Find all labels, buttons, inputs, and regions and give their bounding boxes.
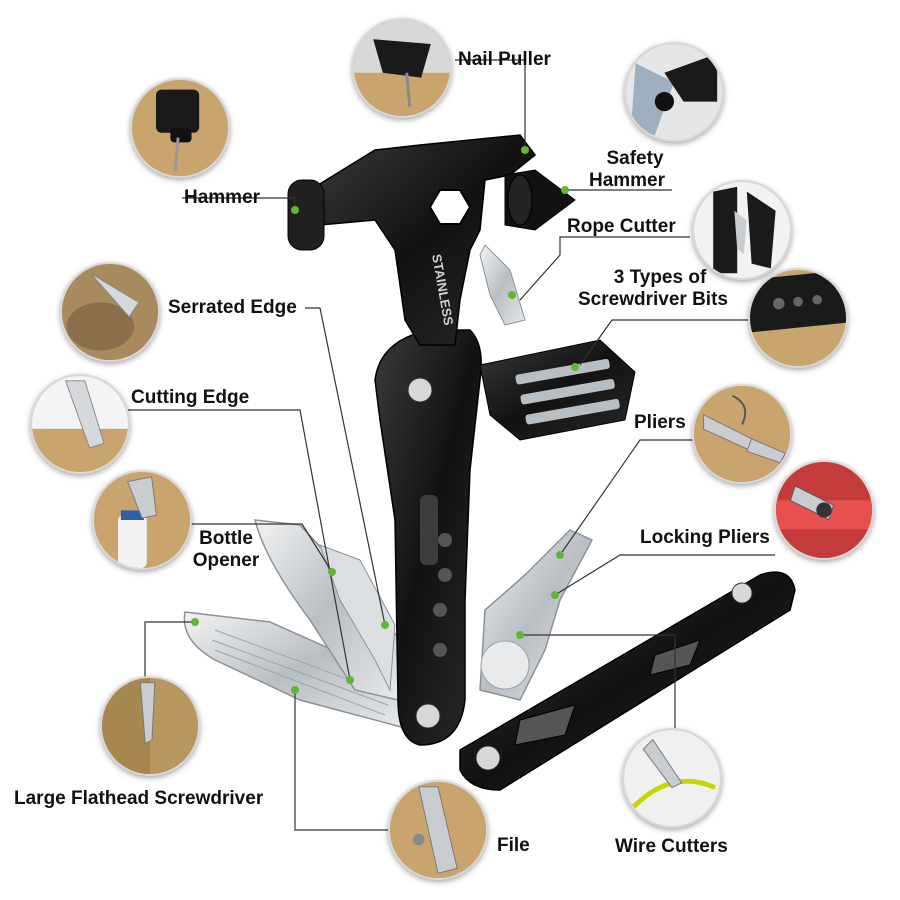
rope-cutter-hook bbox=[479, 244, 526, 326]
label-locking-pliers: Locking Pliers bbox=[640, 527, 770, 548]
label-screwdriver-bits-line2: Screwdriver Bits bbox=[578, 289, 728, 310]
wire-cutters-photo bbox=[622, 728, 722, 828]
label-rope-cutter: Rope Cutter bbox=[567, 216, 676, 237]
label-bottle-opener-line1: Bottle bbox=[199, 528, 253, 549]
serrated-blade bbox=[319, 544, 396, 692]
nail-puller-photo bbox=[352, 18, 452, 118]
label-cutting-edge: Cutting Edge bbox=[131, 387, 250, 408]
label-wire-cutters: Wire Cutters bbox=[615, 836, 728, 857]
file-photo bbox=[388, 780, 488, 880]
label-safety-hammer-line1: Safety bbox=[606, 148, 664, 169]
label-large-flathead-screwdriver: Large Flathead Screwdriver bbox=[14, 788, 264, 809]
label-screwdriver-bits-line1: 3 Types of bbox=[613, 267, 707, 288]
locking-pliers-photo bbox=[774, 460, 874, 560]
label-file: File bbox=[497, 835, 530, 856]
cutting-edge-photo bbox=[30, 374, 130, 474]
label-hammer: Hammer bbox=[184, 187, 261, 208]
screwdriver-bits-photo bbox=[748, 268, 848, 368]
large-flathead-photo bbox=[100, 676, 200, 776]
label-pliers: Pliers bbox=[634, 412, 686, 433]
rope-cutter-photo bbox=[692, 180, 792, 280]
label-nail-puller: Nail Puller bbox=[458, 49, 551, 70]
label-serrated-edge: Serrated Edge bbox=[168, 297, 297, 318]
hammer-head bbox=[309, 134, 537, 346]
serrated-edge-photo bbox=[60, 262, 160, 362]
label-bottle-opener-line2: Opener bbox=[192, 550, 260, 571]
hammer-photo bbox=[130, 78, 230, 178]
bottle-opener-photo bbox=[92, 470, 192, 570]
label-safety-hammer-line2: Hammer bbox=[588, 170, 666, 191]
pliers-photo bbox=[692, 384, 792, 484]
safety-hammer-photo bbox=[624, 42, 724, 142]
